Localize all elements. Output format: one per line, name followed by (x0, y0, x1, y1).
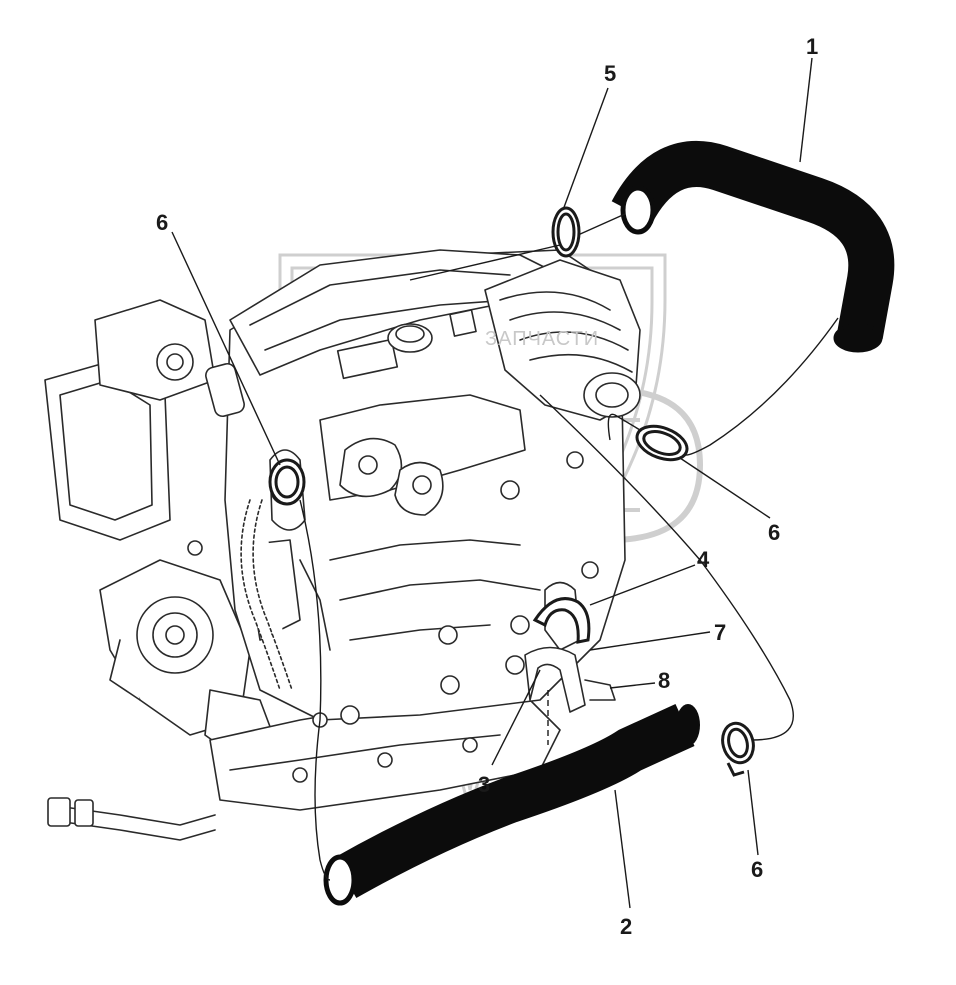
bracket-part-4 (532, 597, 591, 644)
lower-hose-left-end (323, 854, 357, 906)
hose-clamp-part-5 (551, 206, 581, 258)
callout-6-lower: 6 (751, 857, 764, 882)
callout-8: 8 (658, 668, 671, 693)
engine-block-illustration (44, 249, 641, 841)
watermark-text: ЗАПЧАСТИ (485, 328, 599, 350)
callout-6-right: 6 (768, 520, 781, 545)
callout-5: 5 (604, 61, 617, 86)
callout-7: 7 (714, 620, 727, 645)
callout-3: 3 (478, 772, 491, 797)
callout-6-left: 6 (156, 210, 169, 235)
lower-hose-right-end (676, 704, 700, 746)
callout-2: 2 (620, 914, 633, 939)
hose-clamp-part-6-left (268, 458, 306, 506)
leader-lines (171, 57, 839, 909)
hose-clamp-part-6-lower (721, 721, 755, 777)
callout-1: 1 (806, 34, 819, 59)
upper-hose-right-end (833, 323, 883, 353)
lower-hose-part-2 (323, 704, 700, 906)
hose-clamp-part-6-upper-right (635, 424, 689, 462)
callout-4: 4 (697, 547, 710, 572)
upper-hose-part-1 (611, 141, 895, 353)
upper-hose-left-end (620, 185, 656, 235)
